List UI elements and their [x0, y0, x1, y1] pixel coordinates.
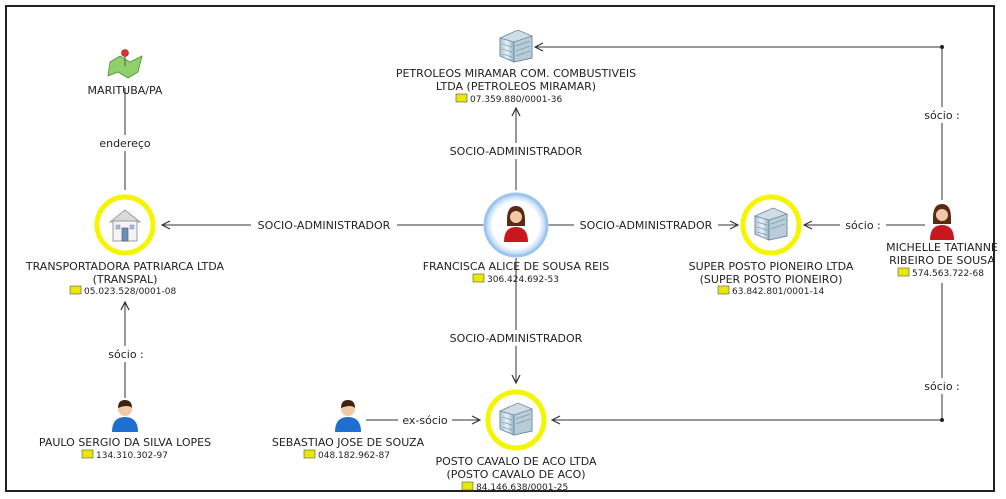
node-michelle[interactable]: MICHELLE TATIANNE RIBEIRO DE SOUSA 574.5…: [886, 204, 998, 279]
node-label-line1: TRANSPORTADORA PATRIARCA LTDA: [25, 260, 225, 273]
node-paulo[interactable]: PAULO SERGIO DA SILVA LOPES 134.310.302-…: [39, 400, 211, 461]
node-postocavalo[interactable]: POSTO CAVALO DE ACO LTDA (POSTO CAVALO D…: [435, 389, 597, 493]
node-doc: 07.359.880/0001-36: [470, 95, 562, 105]
node-label-line1: MICHELLE TATIANNE: [886, 241, 998, 254]
node-francisca[interactable]: FRANCISCA ALICE DE SOUSA REIS 306.424.69…: [423, 192, 610, 285]
node-label-line1: SEBASTIAO JOSE DE SOUZA: [272, 436, 425, 449]
node-doc: 63.842.801/0001-14: [732, 287, 824, 297]
edge-labels: endereço SOCIO-ADMINISTRADOR SOCIO-ADMIN…: [96, 107, 966, 428]
id-card-icon: [303, 449, 316, 459]
node-doc: 574.563.722-68: [912, 269, 984, 279]
node-label-line2: (POSTO CAVALO DE ACO): [446, 468, 585, 481]
man-icon: [335, 400, 361, 432]
id-card-icon: [472, 273, 485, 283]
node-label-line1: PETROLEOS MIRAMAR COM. COMBUSTIVEIS: [396, 67, 636, 80]
edge-label-socio-adm-left: SOCIO-ADMINISTRADOR: [258, 219, 391, 232]
node-label-line2: LTDA (PETROLEOS MIRAMAR): [436, 80, 596, 93]
node-doc: 134.310.302-97: [96, 451, 168, 461]
node-label-line1: MARITUBA/PA: [88, 84, 163, 97]
edge-label-socio-michelle-bottom: sócio :: [924, 380, 960, 393]
node-sebastiao[interactable]: SEBASTIAO JOSE DE SOUZA 048.182.962-87: [272, 400, 425, 461]
edge-label-socio-adm-down: SOCIO-ADMINISTRADOR: [450, 332, 583, 345]
edge-label-socio-michelle-mid: sócio :: [845, 219, 881, 232]
building-icon: [499, 402, 533, 436]
node-marituba[interactable]: MARITUBA/PA: [88, 49, 163, 98]
edge-michelle-postocavalo: [552, 283, 943, 420]
node-doc: 05.023.528/0001-08: [84, 287, 176, 297]
node-label-line2: (SUPER POSTO PIONEIRO): [700, 273, 843, 286]
man-icon: [112, 400, 138, 432]
edge-label-socio-adm-right: SOCIO-ADMINISTRADOR: [580, 219, 713, 232]
id-card-icon: [717, 285, 730, 295]
node-label-line2: RIBEIRO DE SOUSA: [889, 254, 995, 267]
node-label-line1: FRANCISCA ALICE DE SOUSA REIS: [423, 260, 610, 273]
edge-dots: [940, 45, 944, 422]
node-label-line1: PAULO SERGIO DA SILVA LOPES: [39, 436, 211, 449]
node-transpal[interactable]: TRANSPORTADORA PATRIARCA LTDA (TRANSPAL)…: [25, 194, 225, 297]
edge-label-endereco: endereço: [99, 137, 151, 150]
node-doc: 048.182.962-87: [318, 451, 390, 461]
house-icon: [108, 209, 142, 242]
id-card-icon: [455, 93, 468, 103]
node-label-line2: (TRANSPAL): [93, 273, 158, 286]
id-card-icon: [81, 449, 94, 459]
edge-label-socio-paulo: sócio :: [108, 348, 144, 361]
id-card-icon: [461, 481, 474, 491]
edge-label-socio-michelle-top: sócio :: [924, 109, 960, 122]
woman-icon: [504, 206, 528, 242]
node-label-line1: POSTO CAVALO DE ACO LTDA: [435, 455, 597, 468]
id-card-icon: [69, 285, 82, 295]
node-superposto[interactable]: SUPER POSTO PIONEIRO LTDA (SUPER POSTO P…: [689, 194, 854, 297]
edge-label-socio-adm-up: SOCIO-ADMINISTRADOR: [450, 145, 583, 158]
node-label-line1: SUPER POSTO PIONEIRO LTDA: [689, 260, 854, 273]
map-pin-icon: [107, 49, 143, 79]
node-petroleos[interactable]: PETROLEOS MIRAMAR COM. COMBUSTIVEIS LTDA…: [396, 29, 636, 105]
node-doc: 306.424.692-53: [487, 275, 559, 285]
building-icon: [499, 29, 533, 63]
node-doc: 84.146.638/0001-25: [476, 483, 568, 493]
building-icon: [754, 207, 788, 241]
woman-icon: [930, 204, 954, 240]
edge-label-ex-socio: ex-sócio: [402, 414, 448, 427]
id-card-icon: [897, 267, 910, 277]
